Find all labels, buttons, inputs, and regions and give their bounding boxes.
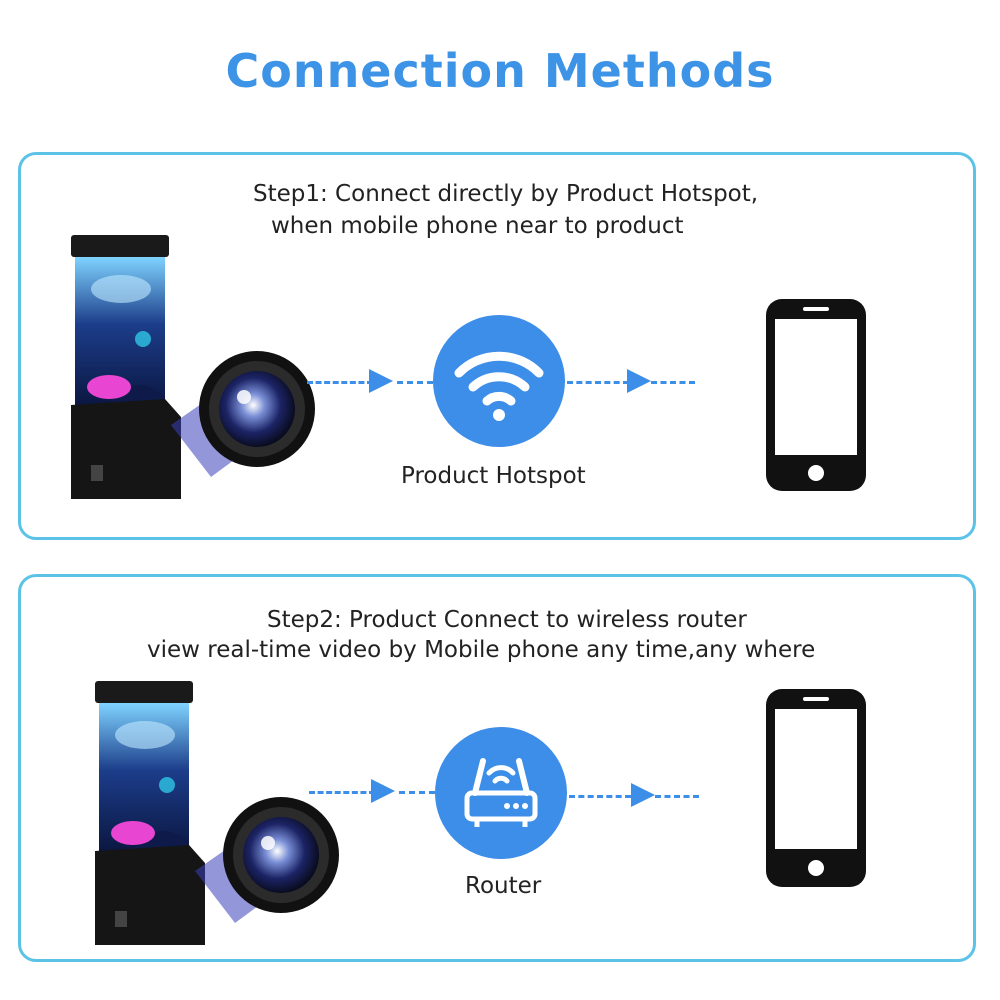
wifi-icon: [454, 351, 544, 421]
hotspot-circle: [433, 315, 565, 447]
smartphone-icon: [766, 689, 866, 887]
hotspot-label: Product Hotspot: [401, 463, 586, 489]
step1-line2: when mobile phone near to product: [271, 213, 684, 239]
flow-arrow-2: [631, 783, 655, 807]
flow-arrow-1: [369, 369, 393, 393]
step2-panel: Step2: Product Connect to wireless route…: [18, 574, 976, 962]
step2-line1: Step2: Product Connect to wireless route…: [267, 607, 747, 633]
flow-dash-2: [399, 791, 435, 794]
router-label: Router: [465, 873, 542, 899]
router-circle: [435, 727, 567, 859]
smartphone-icon: [766, 299, 866, 491]
jellyfish-lamp-camera-product: [95, 681, 339, 945]
flow-dash-1: [309, 791, 375, 794]
jellyfish-lamp-camera-product: [71, 235, 315, 499]
step2-line2: view real-time video by Mobile phone any…: [147, 637, 816, 663]
flow-arrow-2: [627, 369, 651, 393]
page-title: Connection Methods: [225, 44, 775, 98]
flow-dash-4: [651, 381, 695, 384]
step1-panel: Step1: Connect directly by Product Hotsp…: [18, 152, 976, 540]
flow-arrow-1: [371, 779, 395, 803]
flow-dash-3: [569, 795, 631, 798]
flow-dash-1: [307, 381, 373, 384]
flow-dash-2: [397, 381, 433, 384]
step1-line1: Step1: Connect directly by Product Hotsp…: [253, 181, 759, 207]
router-icon: [464, 758, 538, 827]
flow-dash-3: [567, 381, 629, 384]
flow-dash-4: [655, 795, 699, 798]
